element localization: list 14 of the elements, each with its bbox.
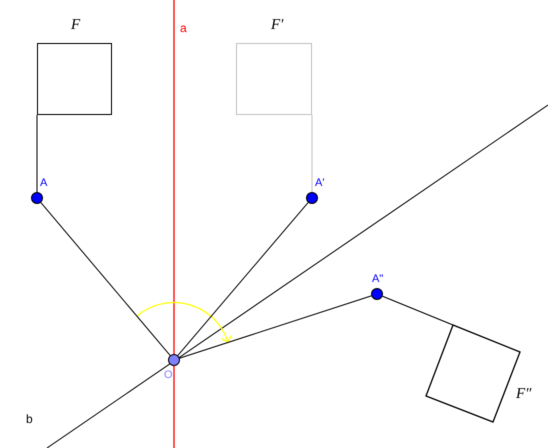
- line-label: a: [180, 22, 187, 34]
- line-segment: [40, 202, 171, 356]
- figure-label: F′: [271, 18, 284, 33]
- point-label: A": [372, 274, 384, 285]
- line-segment: [177, 202, 309, 356]
- line-segment: [179, 295, 372, 359]
- line-segment: [382, 296, 454, 326]
- point-label: A': [315, 178, 324, 189]
- figure-label: F: [71, 18, 80, 33]
- line-label: b: [26, 413, 33, 425]
- point-label: A: [40, 178, 48, 189]
- point-label: O: [164, 370, 173, 381]
- figure-label: F″: [516, 387, 532, 402]
- line-segment: [36, 114, 38, 192]
